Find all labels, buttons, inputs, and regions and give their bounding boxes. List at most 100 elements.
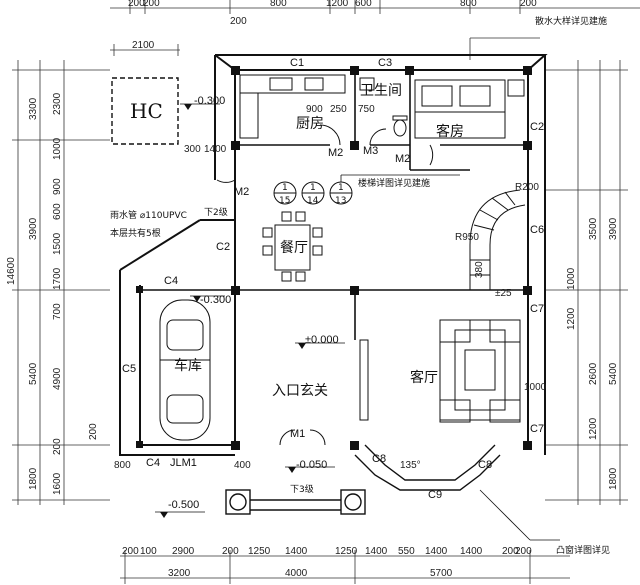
down-3: 下3级 bbox=[290, 483, 314, 495]
right-dim-1200b: 1200 bbox=[588, 417, 599, 440]
ref-b-bottom: 14 bbox=[307, 196, 319, 206]
dim-800: 800 bbox=[114, 460, 131, 471]
dim-1000: 1000 bbox=[524, 382, 547, 393]
room-entry: 入口玄关 bbox=[272, 382, 328, 399]
dim-750: 750 bbox=[358, 104, 375, 115]
door-jlm1: JLM1 bbox=[170, 457, 197, 469]
bottom-dim-200c: 200 bbox=[502, 546, 519, 557]
ref-c-bottom: 13 bbox=[335, 196, 346, 206]
win-c7-top: C7 bbox=[530, 303, 544, 315]
drain-note-2: 本层共有5根 bbox=[110, 227, 161, 239]
top-dim-1: 200 bbox=[128, 0, 145, 9]
win-c2-right: C2 bbox=[530, 121, 544, 133]
bottom-dim-1400c: 1400 bbox=[425, 546, 448, 557]
dim-135: 135° bbox=[400, 460, 421, 471]
left-dim-4900: 4900 bbox=[52, 367, 63, 390]
right-dim-5400: 5400 bbox=[608, 362, 619, 385]
bottom-dim-200b: 200 bbox=[222, 546, 239, 557]
top-note: 散水大样详见建施 bbox=[535, 15, 607, 27]
right-dim-1800: 1800 bbox=[608, 467, 619, 490]
ref-a-top: 1 bbox=[282, 183, 288, 193]
right-dim-3900: 3900 bbox=[608, 217, 619, 240]
kitchen-counter bbox=[239, 74, 346, 139]
top-dim-5: 600 bbox=[355, 0, 372, 9]
dim-200-left: 200 bbox=[88, 423, 99, 440]
dim-380: 380 bbox=[474, 261, 485, 278]
right-dim-3500: 3500 bbox=[588, 217, 599, 240]
left-dim-2300: 2300 bbox=[52, 92, 63, 115]
top-dim-2100: 2100 bbox=[132, 40, 155, 51]
win-c4-top: C4 bbox=[164, 275, 178, 287]
tv-cabinet bbox=[359, 339, 369, 421]
left-dim-5400: 5400 bbox=[28, 362, 39, 385]
dim-300: 300 bbox=[184, 144, 201, 155]
bottom-dim-3200: 3200 bbox=[168, 568, 191, 579]
room-guest: 客房 bbox=[436, 123, 464, 140]
win-c6: C6 bbox=[530, 224, 544, 236]
left-dim-3300: 3300 bbox=[28, 97, 39, 120]
room-kitchen: 厨房 bbox=[296, 116, 324, 132]
dim-r950: R950 bbox=[455, 232, 479, 243]
win-c8-left: C8 bbox=[372, 453, 386, 465]
bottom-dim-200d: 200 bbox=[515, 546, 532, 557]
left-dimensions bbox=[12, 60, 110, 505]
bottom-dimensions bbox=[120, 550, 570, 584]
drain-note-1: 雨水管 ⌀110UPVC bbox=[110, 209, 187, 221]
elev-hc: -0.300 bbox=[194, 95, 225, 107]
staircase bbox=[469, 189, 526, 290]
room-garage: 车库 bbox=[174, 357, 202, 374]
guest-bed bbox=[414, 79, 525, 139]
dim-250: 250 bbox=[330, 104, 347, 115]
porch-columns bbox=[225, 489, 366, 515]
dim-25: ±25 bbox=[495, 288, 512, 299]
door-m3: M3 bbox=[363, 145, 378, 157]
room-dining: 餐厅 bbox=[280, 240, 308, 256]
win-c9: C9 bbox=[428, 489, 442, 501]
room-living: 客厅 bbox=[410, 369, 438, 386]
top-dim-6: 800 bbox=[460, 0, 477, 9]
left-dim-1600: 1600 bbox=[52, 472, 63, 495]
hc-label: HC bbox=[130, 99, 163, 123]
wc-fixtures bbox=[359, 77, 408, 137]
left-dim-1500: 1500 bbox=[52, 232, 63, 255]
doors bbox=[216, 124, 434, 446]
stair-note: 楼梯详图详见建施 bbox=[358, 177, 430, 189]
interior-walls bbox=[140, 70, 528, 340]
car bbox=[159, 299, 211, 441]
bottom-dim-1400b: 1400 bbox=[365, 546, 388, 557]
top-dim-3: 800 bbox=[270, 0, 287, 9]
left-dim-900: 900 bbox=[52, 178, 63, 195]
dim-1400: 1400 bbox=[204, 144, 227, 155]
win-c5: C5 bbox=[122, 363, 136, 375]
down-2: 下2级 bbox=[204, 206, 228, 218]
win-c7-bottom: C7 bbox=[530, 423, 544, 435]
dining-table bbox=[262, 211, 323, 282]
bottom-dim-5700: 5700 bbox=[430, 568, 453, 579]
bay-window-left bbox=[354, 444, 501, 491]
win-c1: C1 bbox=[290, 57, 304, 69]
bay-note: 凸窗详图详见 bbox=[556, 544, 610, 556]
left-dim-600: 600 bbox=[52, 203, 63, 220]
living-sofa bbox=[439, 319, 521, 423]
left-dim-1000: 1000 bbox=[52, 137, 63, 160]
hc-box bbox=[111, 77, 179, 145]
elev-front: -0.500 bbox=[168, 499, 199, 511]
left-dim-14600: 14600 bbox=[6, 257, 17, 285]
right-dim-1200: 1200 bbox=[566, 307, 577, 330]
structural-columns bbox=[136, 66, 532, 450]
right-dimensions bbox=[545, 60, 628, 505]
detail-references bbox=[273, 181, 353, 205]
door-m2-guest: M2 bbox=[395, 153, 410, 165]
ref-a-bottom: 15 bbox=[279, 196, 290, 206]
left-dim-1700: 1700 bbox=[52, 267, 63, 290]
bottom-dim-100: 100 bbox=[140, 546, 157, 557]
elev-entry: -0.050 bbox=[296, 459, 327, 471]
right-dim-2600: 2600 bbox=[588, 362, 599, 385]
left-dim-1800: 1800 bbox=[28, 467, 39, 490]
win-c8-right: C8 bbox=[478, 459, 492, 471]
right-dim-1000: 1000 bbox=[566, 267, 577, 290]
room-wc: 卫生间 bbox=[360, 83, 402, 99]
elev-center: ±0.000 bbox=[305, 334, 339, 346]
bottom-dim-1400d: 1400 bbox=[460, 546, 483, 557]
